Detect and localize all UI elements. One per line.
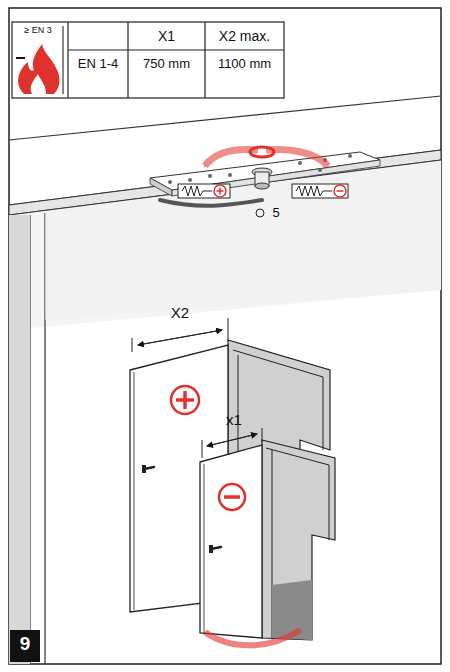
table-header: X1 <box>128 29 205 44</box>
step-number: 9 <box>10 634 40 655</box>
table-header: X2 max. <box>205 29 284 44</box>
dimension-label: X2 <box>160 305 200 322</box>
table-cell: 750 mm <box>128 57 205 71</box>
callout-number: 5 <box>266 206 286 220</box>
standard-label: ≥ EN 3 <box>13 26 63 36</box>
table-cell: EN 1-4 <box>68 57 128 71</box>
dimension-label: x1 <box>222 412 246 429</box>
table-cell: 1100 mm <box>205 57 284 71</box>
